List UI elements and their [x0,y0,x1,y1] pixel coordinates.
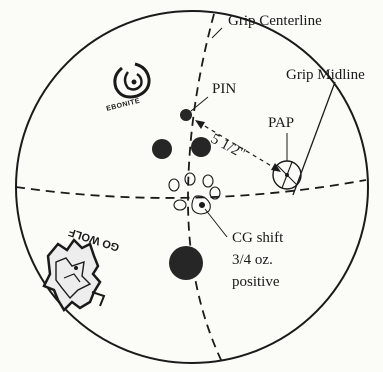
bowling-ball-outline [15,10,369,364]
cg-shift-label: CG shift [232,230,284,246]
grip-centerline-leader [211,27,223,39]
ebonite-logo: EBONITE [106,62,151,113]
pin-leader [190,96,209,112]
pin-dot [180,109,192,121]
grip-midline-label: Grip Midline [286,67,365,83]
grip-centerline [187,13,223,363]
grip-midline [292,81,336,196]
grip-centerline-label: Grip Centerline [228,13,322,29]
cg-weight-label: 3/4 oz. [232,252,273,268]
cg-paw-print-icon [168,172,221,215]
pin-label: PIN [212,81,237,97]
finger-hole-left [152,139,172,159]
cg-leader [204,208,228,238]
arrowhead-pin [195,120,205,129]
pap-center [285,173,289,177]
horizontal-grip-line [15,179,367,199]
cg-direction-label: positive [232,274,280,290]
thumb-hole [169,246,203,280]
finger-hole-right [191,137,211,157]
ebonite-logo-text: EBONITE [106,98,141,113]
pap-label: PAP [268,115,295,131]
